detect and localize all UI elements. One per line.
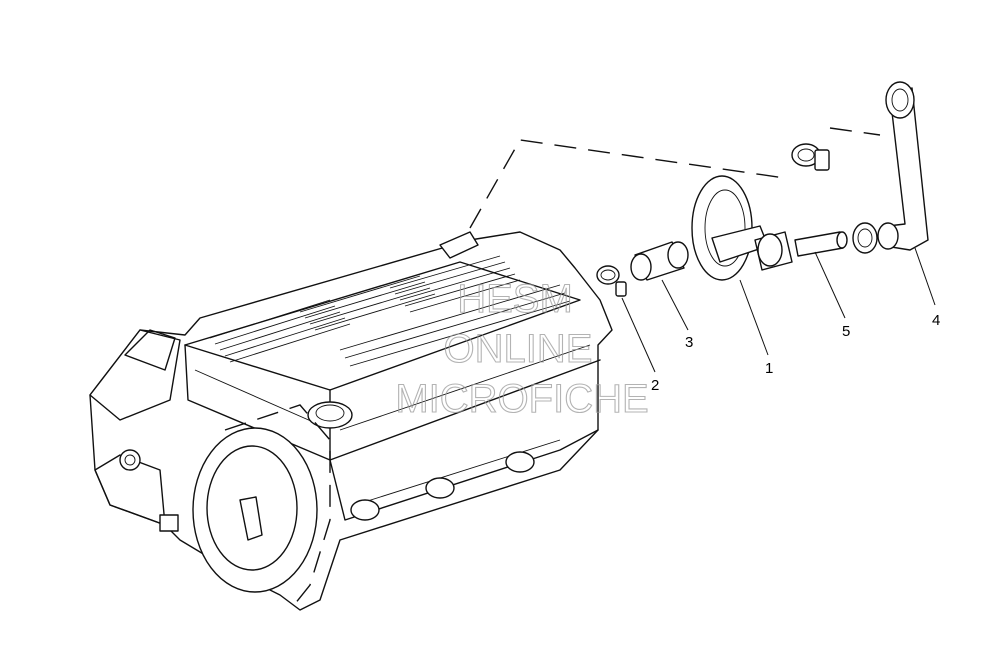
hose-clamp-part-2 — [596, 265, 627, 297]
hose-clamp-upper — [791, 143, 830, 171]
watermark-line-2: ONLINE — [444, 327, 593, 371]
tube-part-5 — [794, 222, 878, 257]
cylinder-head-assembly — [89, 231, 613, 611]
hose-sleeve-part-3 — [630, 241, 689, 281]
oil-separator-part-1 — [691, 175, 793, 281]
callout-2: 2 — [651, 377, 659, 394]
watermark-line-1: HESM — [457, 277, 573, 321]
breather-hose-part-4 — [877, 81, 929, 251]
watermark-line-3: MICROFICHE — [395, 377, 648, 421]
callout-3: 3 — [685, 334, 693, 351]
callout-5: 5 — [842, 323, 850, 340]
assembly-guide-lines — [469, 127, 881, 229]
watermark: HESM ONLINE MICROFICHE — [395, 276, 649, 421]
leader-lines — [621, 247, 936, 373]
callout-1: 1 — [765, 360, 773, 377]
callout-4: 4 — [932, 312, 940, 329]
